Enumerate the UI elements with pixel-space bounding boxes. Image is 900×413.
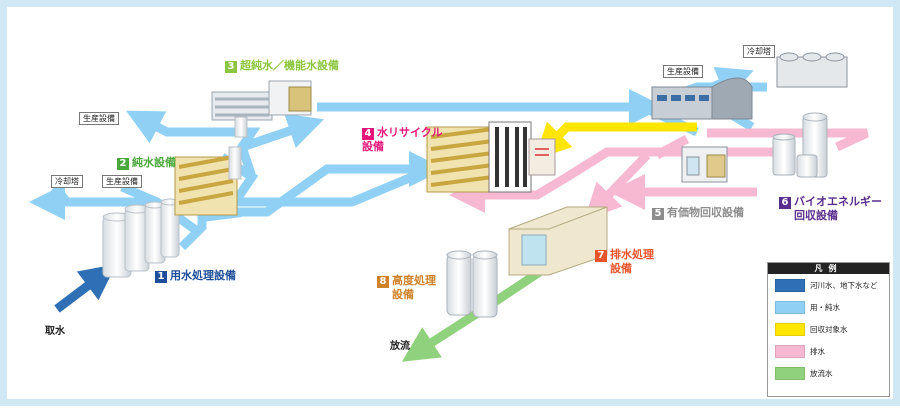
legend-label: 放流水: [810, 368, 833, 378]
advanced-treatment-tanks: [446, 250, 498, 318]
legend-swatch-wastewater: [775, 344, 805, 358]
facility-8-name-line1: 高度処理: [392, 274, 436, 287]
legend-label: 河川水、地下水など: [810, 280, 878, 290]
intake-arrow: [54, 264, 117, 313]
pure-water-equipment: [174, 146, 242, 216]
legend: 凡例 河川水、地下水など 用・純水 回収対象水 排水 放流水: [767, 262, 890, 397]
facility-7-name-line2: 設備: [610, 262, 632, 275]
facility-3-number: 3: [225, 61, 237, 73]
production-tag-1: 生産設備: [79, 112, 119, 125]
bioenergy-tanks: [772, 112, 828, 178]
legend-title: 凡例: [768, 263, 889, 274]
wastewater-lines: [449, 128, 869, 220]
facility-2-number: 2: [117, 158, 129, 170]
legend-item: 排水: [768, 340, 889, 362]
legend-label: 排水: [810, 346, 825, 356]
production-building: [651, 77, 753, 120]
legend-item: 放流水: [768, 362, 889, 384]
production-tag-2: 生産設備: [102, 175, 142, 188]
facility-6-name-line1: バイオエネルギー: [794, 195, 882, 208]
legend-item: 回収対象水: [768, 318, 889, 340]
facility-4-name-line1: 水リサイクル: [377, 126, 443, 139]
facility-1-number: 1: [155, 271, 167, 283]
facility-2-name: 純水設備: [132, 156, 176, 169]
facility-3-name: 超純水／機能水設備: [240, 59, 339, 72]
wastewater-tank: [508, 206, 608, 276]
cooling-tower: [776, 52, 848, 88]
discharge-label: 放流: [390, 341, 410, 352]
facility-5-name: 有価物回収設備: [667, 206, 744, 219]
diagram-canvas: [29, 52, 869, 362]
recycling-equipment: [426, 121, 556, 193]
facility-1-name: 用水処理設備: [170, 269, 236, 282]
facility-6-name-line2: 回収設備: [794, 209, 838, 222]
legend-label: 回収対象水: [810, 324, 848, 334]
facility-7-name-line1: 排水処理: [610, 248, 654, 261]
cooling-tag-2: 冷却塔: [743, 45, 775, 58]
legend-swatch-pure-water: [775, 300, 805, 314]
facility-6-number: 6: [779, 197, 791, 209]
legend-swatch-raw-water: [775, 278, 805, 292]
valuables-recovery-equipment: [681, 146, 728, 183]
raw-water-tanks: [102, 198, 180, 278]
facility-5-number: 5: [652, 208, 664, 220]
legend-item: 河川水、地下水など: [768, 274, 889, 296]
facility-4-number: 4: [362, 128, 374, 140]
legend-swatch-recovery: [775, 322, 805, 336]
ultrapure-water-equipment: [211, 80, 312, 138]
facility-8-number: 8: [377, 276, 389, 288]
facility-8-name-line2: 設備: [392, 288, 414, 301]
intake-label: 取水: [45, 326, 65, 337]
legend-swatch-discharge: [775, 366, 805, 380]
legend-label: 用・純水: [810, 302, 840, 312]
production-tag-3: 生産設備: [663, 65, 703, 78]
cooling-tag-1: 冷却塔: [51, 175, 83, 188]
legend-item: 用・純水: [768, 296, 889, 318]
facility-7-number: 7: [595, 250, 607, 262]
facility-4-name-line2: 設備: [362, 140, 384, 153]
